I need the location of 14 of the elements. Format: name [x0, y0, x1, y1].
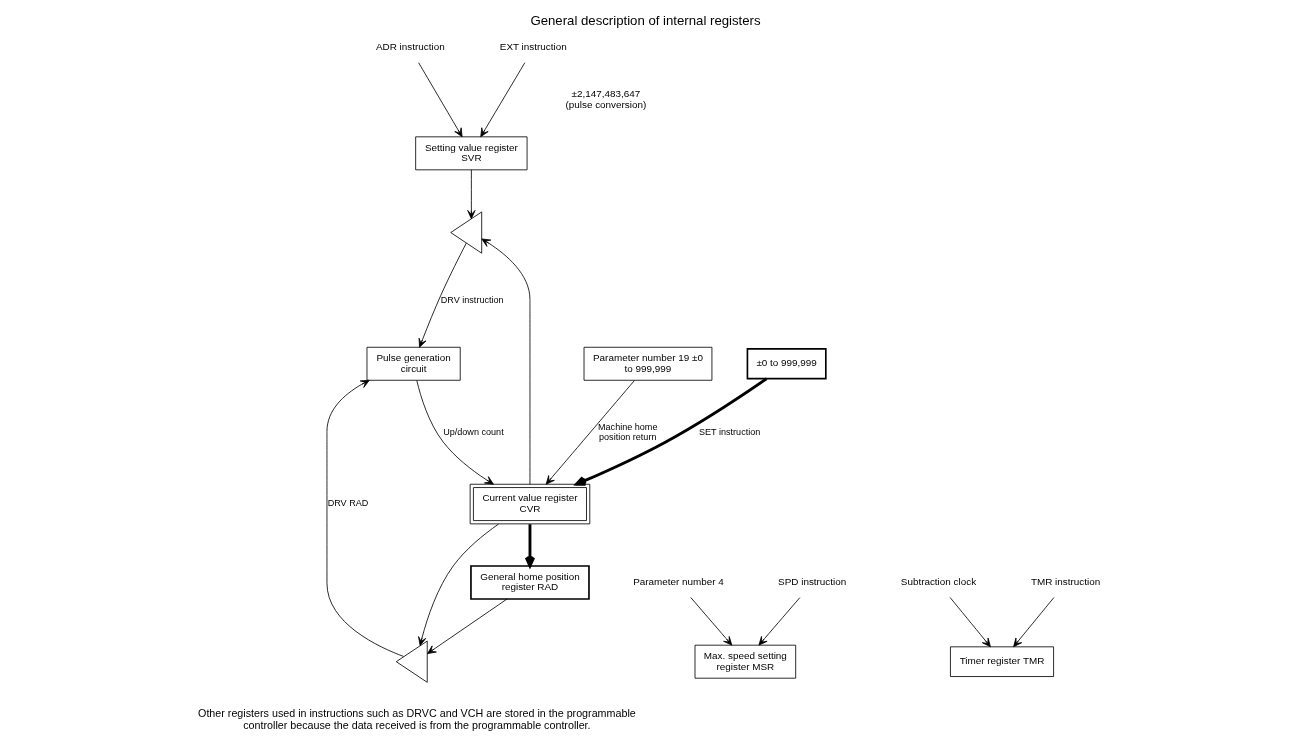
node-text: ADR instruction: [375, 41, 445, 53]
node-text: Subtraction clock: [900, 576, 976, 588]
edge-label: Machine home position return: [597, 421, 657, 442]
node-text: TMR instruction: [1030, 576, 1100, 588]
edge-label: DRV RAD: [327, 498, 368, 509]
label: ±2,147,483,647 (pulse conversion): [564, 87, 646, 110]
edge-label: Up/down count: [442, 426, 504, 437]
edge-label: SET instruction: [698, 426, 760, 437]
node-text: EXT instruction: [499, 41, 567, 53]
node-text: SPD instruction: [777, 576, 846, 588]
node-text: Parameter number 4: [632, 576, 724, 588]
edge-label: DRV instruction: [440, 294, 504, 305]
caption: Other registers used in instructions such as DRVC and VCH are stored in the programmable controller because the data received is from the programmable controller.: [197, 707, 636, 731]
diagram-title: General description of internal registers: [529, 13, 761, 29]
